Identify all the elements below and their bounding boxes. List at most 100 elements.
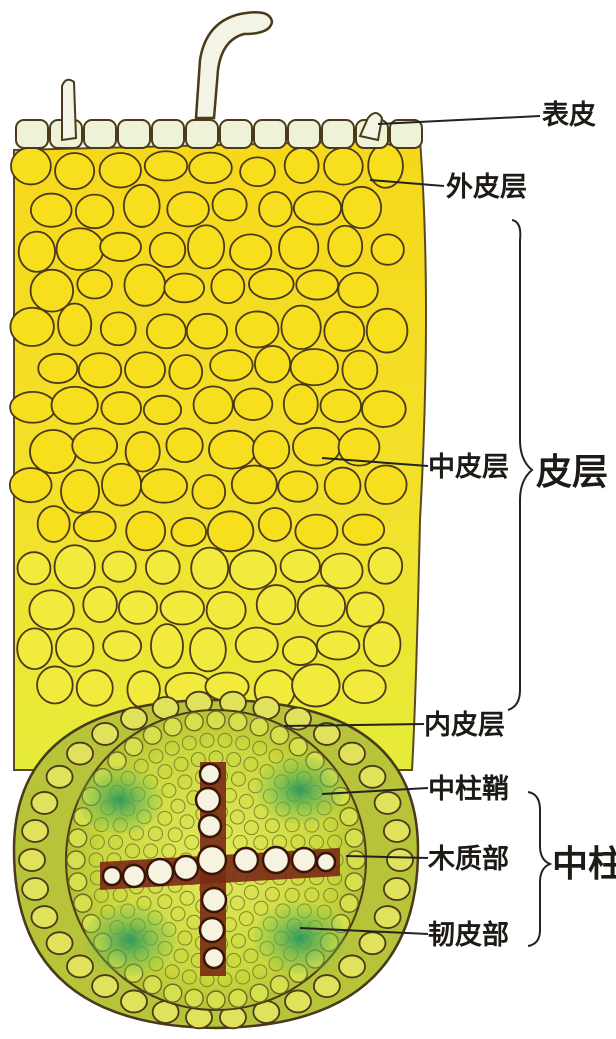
cortex-cell	[38, 354, 77, 383]
cortex-cell	[102, 464, 141, 506]
endodermis-cell	[47, 766, 73, 788]
endodermis-cell	[121, 990, 147, 1012]
cortex-cell	[58, 303, 91, 345]
cortex-cell	[347, 592, 384, 626]
cortex-cell	[296, 270, 338, 299]
cortex-region	[10, 140, 426, 770]
endodermis-cell	[121, 708, 147, 730]
epidermis-cell	[220, 120, 252, 148]
endodermis-cell	[375, 906, 401, 928]
cortex-cell	[83, 587, 117, 622]
xylem-vessel	[292, 848, 316, 872]
cortex-cell	[213, 189, 247, 221]
cortex-cell	[295, 515, 337, 549]
cortex-cell	[124, 185, 160, 227]
cortex-cell	[208, 511, 254, 551]
pericycle-cell	[67, 851, 85, 869]
cortex-cell	[56, 629, 94, 667]
cortex-cell	[38, 506, 70, 542]
cortex-cell	[249, 269, 294, 299]
xylem-vessel	[202, 888, 226, 912]
endodermis-cell	[339, 955, 365, 977]
label-exodermis: 外皮层	[446, 172, 527, 203]
cortex-cell	[210, 350, 253, 380]
cortex-cell	[236, 311, 279, 347]
pericycle-cell	[347, 851, 365, 869]
endodermis-cell	[47, 932, 73, 954]
cortex-cell	[281, 550, 320, 582]
cortex-cell	[57, 228, 104, 270]
cortex-cell	[321, 553, 363, 588]
cortex-cell	[29, 590, 73, 629]
endodermis-cell	[31, 792, 57, 814]
cortex-cell	[230, 551, 276, 590]
epidermis-cell	[16, 120, 48, 148]
endodermis-cell	[359, 766, 385, 788]
cortex-cell	[367, 309, 408, 353]
cortex-cell	[324, 148, 363, 185]
cortex-cell	[100, 153, 141, 188]
label-cortex-group: 皮层	[536, 451, 608, 493]
cortex-cell	[253, 431, 289, 468]
cortex-cell	[54, 545, 94, 588]
cortex-cell	[19, 232, 55, 272]
pericycle-cell	[69, 829, 87, 847]
cortex-cell	[338, 273, 378, 308]
xylem-vessel	[199, 815, 221, 837]
cortex-cell	[79, 353, 121, 387]
cortex-cell	[167, 192, 209, 226]
cortex-cell	[144, 396, 181, 424]
phloem-patch-bl	[84, 904, 176, 976]
pericycle-cell	[271, 726, 289, 744]
cortex-cell	[145, 151, 188, 180]
xylem-vessel	[123, 865, 145, 887]
cortex-cell	[371, 234, 403, 264]
cortex-cell	[72, 428, 117, 463]
endodermis-cell	[387, 849, 413, 871]
cortex-cell	[207, 592, 246, 629]
pericycle-cell	[207, 991, 225, 1009]
cortex-cell	[30, 430, 76, 473]
label-epidermis: 表皮	[542, 100, 596, 131]
cortex-cell	[342, 187, 381, 228]
endodermis-cell	[67, 955, 93, 977]
xylem-vessel	[204, 948, 224, 968]
xylem-vessel	[200, 764, 220, 784]
endodermis-cell	[359, 932, 385, 954]
label-stele-group: 中柱	[552, 843, 616, 885]
epidermis-cell	[84, 120, 116, 148]
cortex-cell	[103, 551, 136, 581]
endodermis-cell	[92, 975, 118, 997]
pericycle-cell	[125, 738, 143, 756]
root-hair-small	[62, 80, 76, 140]
pericycle-cell	[340, 808, 358, 826]
brace-cortex	[508, 220, 532, 710]
xylem-vessel	[198, 846, 226, 874]
cortex-cell	[259, 508, 291, 541]
pericycle-cell	[185, 989, 203, 1007]
stele-region	[14, 692, 418, 1029]
cortex-cell	[281, 306, 320, 349]
cortex-cell	[188, 225, 224, 268]
cortex-cell	[232, 466, 277, 504]
phloem-patch-br	[254, 902, 346, 974]
epidermis-cell	[390, 120, 422, 148]
pericycle-cell	[250, 984, 268, 1002]
phloem-patch-tl	[78, 766, 162, 834]
cortex-cell	[255, 346, 290, 382]
cortex-cell	[259, 192, 292, 227]
pericycle-cell	[164, 718, 182, 736]
label-pericycle: 中柱鞘	[428, 774, 509, 805]
pericycle-cell	[207, 711, 225, 729]
cortex-cell	[324, 312, 364, 351]
cortex-cell	[278, 471, 317, 502]
cortex-cell	[294, 191, 341, 224]
xylem-vessel	[263, 847, 289, 873]
cortex-cell	[342, 351, 377, 390]
cortex-cell	[293, 428, 340, 466]
label-cortex-middle: 中皮层	[428, 452, 509, 483]
endodermis-cell	[92, 723, 118, 745]
cortex-cell	[292, 664, 339, 706]
cortex-cell	[11, 147, 51, 184]
